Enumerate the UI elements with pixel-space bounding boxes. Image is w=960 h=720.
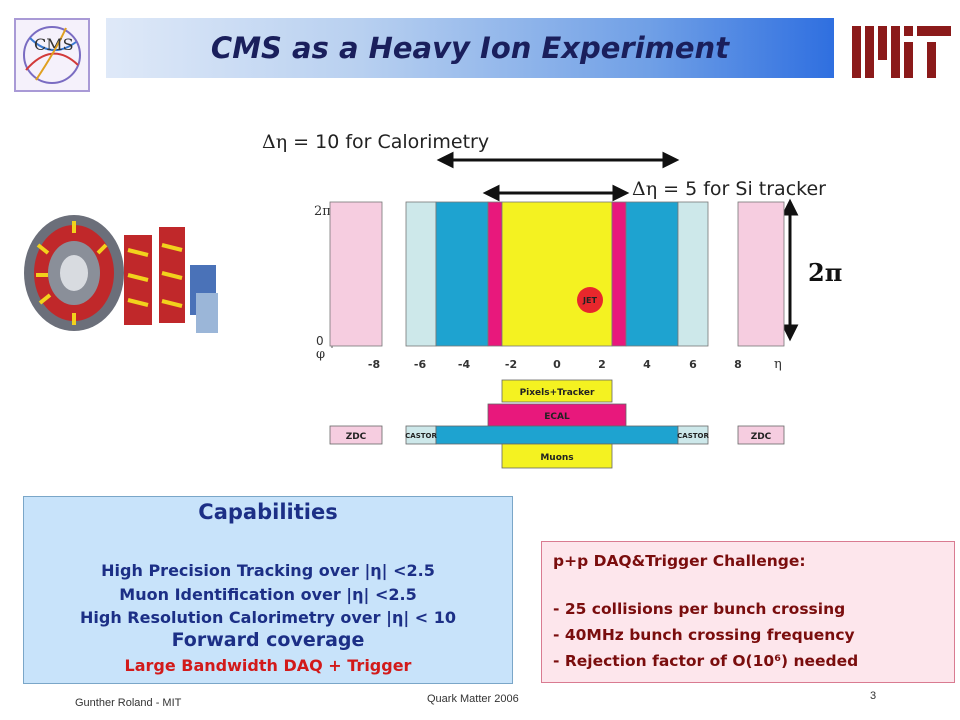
svg-text:CMS: CMS [34,35,74,54]
ecal-region-left [487,201,503,347]
ecal-region-right [611,201,627,347]
capability-item: Large Bandwidth DAQ + Trigger [124,656,412,675]
footer-author: Gunther Roland - MIT [75,697,182,709]
page-number: 3 [870,690,877,702]
challenge-item: - Rejection factor of O(10⁶) needed [553,652,859,670]
zdc-left-label: ZDC [346,432,367,442]
footer-conference: Quark Matter 2006 [427,693,519,705]
mit-logo [850,20,954,78]
two-pi-label: 2π [808,258,843,287]
zdc-right-label: ZDC [751,432,772,442]
castor-region-right [677,201,709,347]
challenge-item: - 25 collisions per bunch crossing [553,600,846,618]
hcal-block [435,425,679,445]
eta-tick: 0 [553,358,561,371]
calorimetry-label: Δη = 10 for Calorimetry [262,131,490,153]
zdc-block-left [329,425,383,445]
eta-tick: -4 [458,358,471,371]
capabilities-box [23,496,513,684]
eta-tick: 4 [643,358,651,371]
castor-right-label: CASTOR [677,432,709,440]
delta-eta-symbol: Δη [632,178,658,200]
jet-marker [577,287,603,313]
title-bar [106,18,834,78]
castor-region-left [405,201,437,347]
muons-block [501,443,613,469]
eta-phi-diagram: 2π 0 φ JET -8 -6 -4 -2 0 2 4 6 8 η Pixel… [314,151,799,469]
delta-eta-symbol: Δη [262,131,288,153]
pixels-tracker-block [501,379,613,403]
calorimetry-range-arrow [436,151,680,169]
capability-item: High Precision Tracking over |η| <2.5 [101,561,435,580]
challenge-item: - 40MHz bunch crossing frequency [553,626,855,644]
tracker-region [501,201,613,347]
zdc-region-left [329,201,383,347]
eta-tick: -2 [505,358,517,371]
cms-logo: CMS [14,18,90,92]
challenge-title: p+p DAQ&Trigger Challenge: [553,552,806,570]
hcal-region-right [625,201,679,347]
capability-item: Forward coverage [171,629,365,651]
eta-tick: 8 [734,358,742,371]
hcal-region-left [435,201,489,347]
y-axis-phi-label: φ [316,347,325,362]
jet-label: JET [582,296,597,305]
eta-axis-label: η [774,357,782,372]
eta-tick: -8 [368,358,380,371]
muons-label: Muons [540,453,573,463]
y-axis-top-label: 2π [314,204,331,219]
cms-detector-image [14,205,224,345]
y-axis-zero-label: 0 [316,334,324,348]
eta-tick: -6 [414,358,427,371]
ecal-label: ECAL [544,412,570,422]
two-pi-arrow [781,198,799,342]
castor-block-right [677,425,709,445]
eta-tick: 2 [598,358,606,371]
tracker-range-arrow [482,184,630,202]
capabilities-title: Capabilities [198,500,338,524]
zdc-block-right [737,425,785,445]
eta-axis: -8 -6 -4 -2 0 2 4 6 8 [368,358,742,371]
tracker-label: Δη = 5 for Si tracker [632,178,826,200]
challenge-box [541,541,955,683]
eta-tick: 6 [689,358,697,371]
slide-title: CMS as a Heavy Ion Experiment [210,31,730,65]
zdc-region-right [737,201,785,347]
pixels-tracker-label: Pixels+Tracker [520,388,595,398]
castor-left-label: CASTOR [405,432,437,440]
capability-item: High Resolution Calorimetry over |η| < 1… [79,608,456,627]
capability-item: Muon Identification over |η| <2.5 [119,585,417,604]
